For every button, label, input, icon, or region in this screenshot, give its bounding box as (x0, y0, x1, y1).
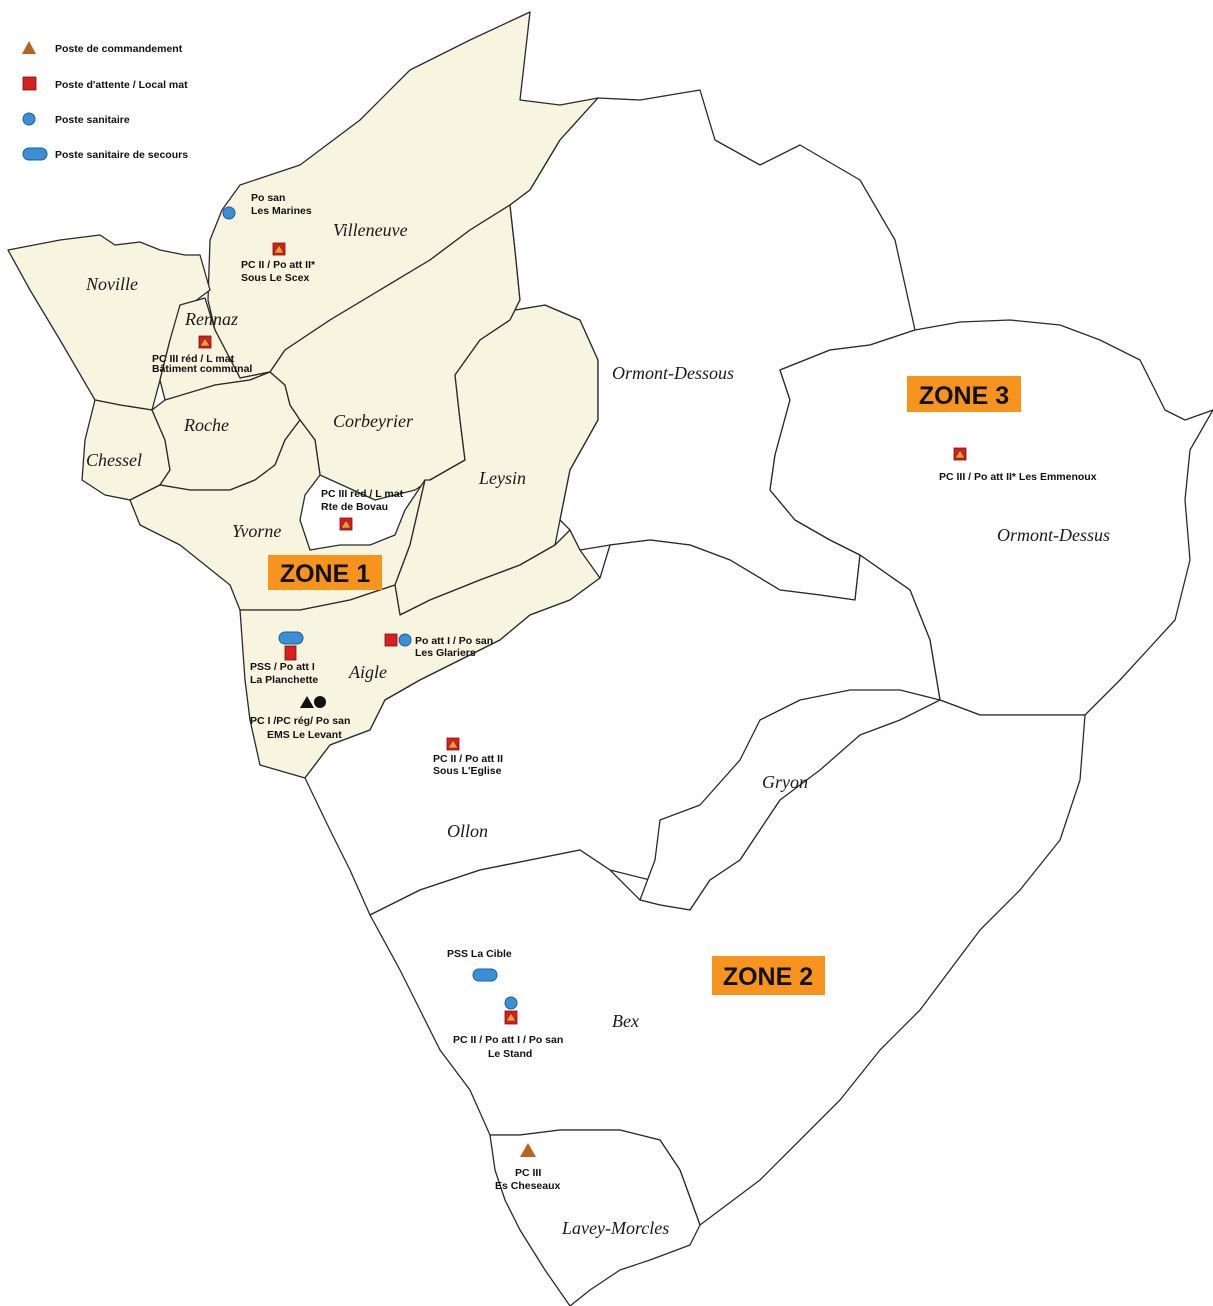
poste-sanitaire-attente-commandement-icon (504, 996, 518, 1025)
legend-item-attente: Poste d'attente / Local mat (22, 76, 188, 91)
poste-sanitaire-icon (222, 206, 236, 220)
commune-label-ormont-dessous: Ormont-Dessous (612, 363, 734, 383)
poste-secours-attente-icon (278, 631, 304, 661)
commune-label-lavey-morcles: Lavey-Morcles (561, 1218, 669, 1238)
commune-label-yvorne: Yvorne (232, 521, 281, 541)
poste-label-emmenoux: PC III / Po att II* Les Emmenoux (939, 471, 1097, 483)
commune-label-noville: Noville (85, 274, 138, 294)
zone-badge-2: ZONE 2 (712, 956, 825, 995)
poste-attente-sanitaire-icon (384, 633, 412, 647)
poste-label-stand: PC II / Po att I / Po san Le Stand (453, 1034, 566, 1060)
poste-label-eglise: PC II / Po att II Sous L'Eglise (433, 753, 506, 777)
poste-label-glariers: Po att I / Po san Les Glariers (415, 635, 496, 659)
zone-badge-2-label: ZONE 2 (723, 963, 813, 991)
poste-label-bovau: PC III réd / L mat Rte de Bovau (321, 488, 406, 513)
capsule-icon (22, 147, 48, 161)
commune-label-ormont-dessus: Ormont-Dessus (997, 525, 1110, 545)
region-lavey-morcles (489, 1129, 701, 1306)
legend-item-sanitaire: Poste sanitaire (22, 112, 130, 126)
poste-label-planchette: PSS / Po att I La Planchette (250, 661, 318, 686)
poste-label-marines: Po san Les Marines (251, 192, 312, 217)
commune-label-corbeyrier: Corbeyrier (333, 411, 414, 431)
legend-item-secours: Poste sanitaire de secours (22, 147, 188, 161)
circle-icon (22, 112, 36, 126)
poste-attente-commandement-icon (272, 242, 286, 256)
commune-label-villeneuve: Villeneuve (333, 220, 408, 240)
zone-badge-3: ZONE 3 (907, 376, 1021, 412)
poste-label-cheseaux: PC III Es Cheseaux (495, 1167, 561, 1192)
poste-attente-commandement-icon (339, 517, 353, 531)
square-icon (22, 76, 37, 91)
legend-label-secours: Poste sanitaire de secours (55, 149, 188, 161)
legend-label-attente: Poste d'attente / Local mat (55, 79, 188, 91)
commune-label-bex: Bex (612, 1011, 639, 1031)
zone-badge-1-label: ZONE 1 (280, 560, 370, 588)
poste-label-scex: PC II / Po att II* Sous Le Scex (241, 259, 318, 284)
poste-secours-icon (472, 968, 498, 982)
commune-label-leysin: Leysin (478, 468, 526, 488)
legend-item-commandement: Poste de commandement (22, 41, 183, 55)
commune-label-chessel: Chessel (86, 450, 142, 470)
poste-attente-commandement-icon (198, 335, 212, 349)
commune-label-rennaz: Rennaz (184, 309, 238, 329)
poste-commandement-sanitaire-icon (300, 696, 326, 708)
poste-commandement-icon (520, 1143, 536, 1157)
zone-badge-3-label: ZONE 3 (919, 382, 1009, 410)
triangle-icon (22, 41, 36, 54)
poste-label-levant: PC I /PC rég/ Po san EMS Le Levant (250, 715, 353, 741)
commune-label-gryon: Gryon (762, 772, 808, 792)
poste-attente-commandement-icon (446, 737, 460, 751)
legend-label-commandement: Poste de commandement (55, 43, 183, 55)
commune-label-aigle: Aigle (348, 662, 387, 682)
commune-label-roche: Roche (183, 415, 229, 435)
legend-label-sanitaire: Poste sanitaire (55, 114, 130, 126)
commune-label-ollon: Ollon (447, 821, 488, 841)
zone-badge-1: ZONE 1 (268, 555, 382, 590)
legend: Poste de commandement Poste d'attente / … (22, 41, 188, 161)
poste-label-cible: PSS La Cible (447, 948, 512, 960)
poste-attente-commandement-icon (953, 447, 967, 461)
poste-label-rennaz: PC III réd / L mat Bâtiment communal (152, 353, 252, 375)
